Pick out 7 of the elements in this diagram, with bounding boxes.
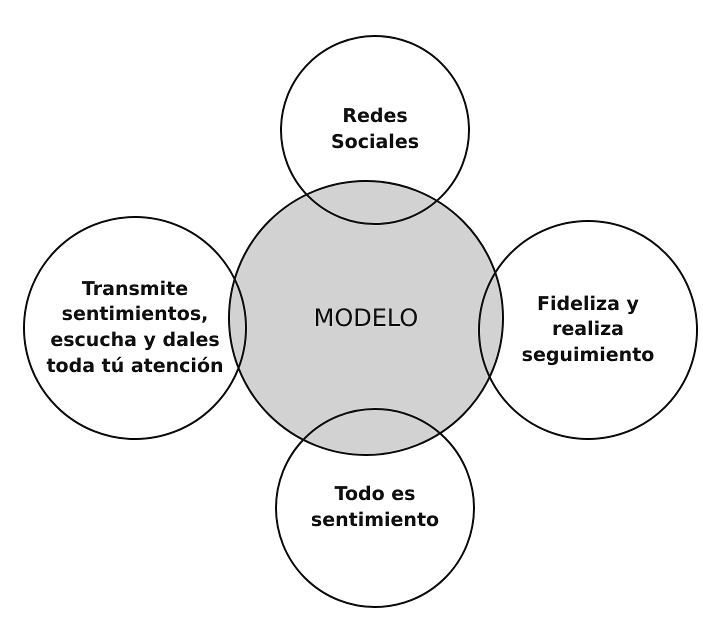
- center-label: MODELO: [314, 302, 418, 334]
- topic-label: Redes Sociales: [330, 104, 420, 155]
- topic-label: Todo es sentimiento: [310, 482, 440, 533]
- topic-circle: [478, 220, 698, 440]
- topic-label: Fideliza y realiza seguimiento: [520, 292, 656, 368]
- topic-label: Transmite sentimientos, escucha y dales toda tú atención: [45, 276, 225, 379]
- topic-circle: [275, 408, 475, 608]
